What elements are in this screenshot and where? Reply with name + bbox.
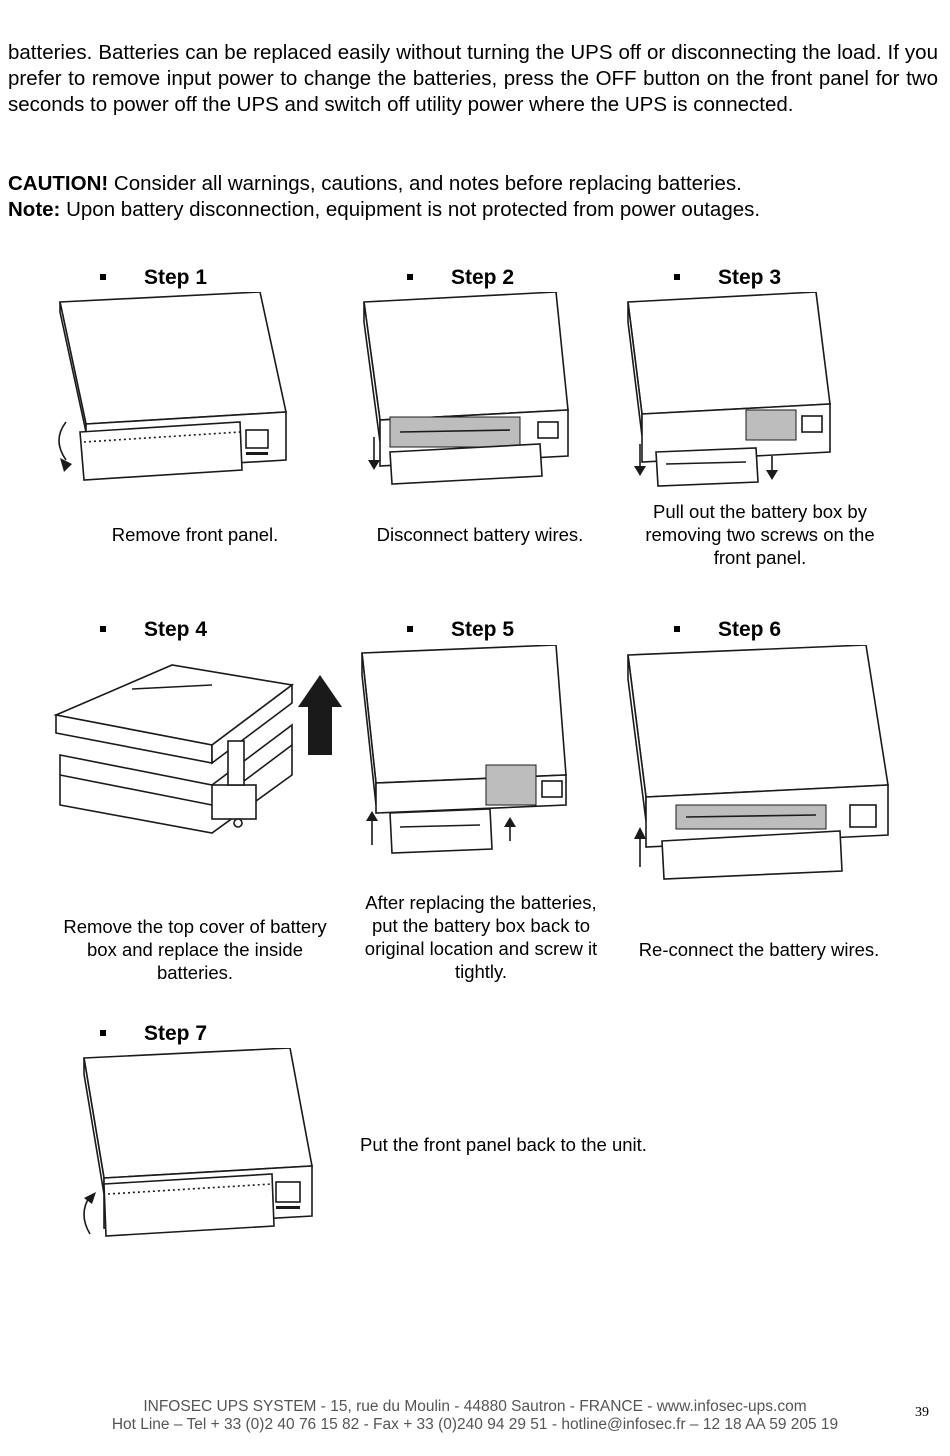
step-6-heading: Step 6 (674, 618, 781, 642)
step-4-caption: Remove the top cover of battery box and … (63, 916, 327, 983)
step-2-heading: Step 2 (407, 266, 514, 290)
bullet-icon (674, 626, 680, 632)
step-5-caption: After replacing the batteries, put the b… (364, 892, 598, 982)
bullet-icon (407, 626, 413, 632)
step-1-illustration (58, 292, 287, 481)
bullet-icon (100, 626, 106, 632)
step-7-illustration (83, 1048, 313, 1237)
step-7-heading: Step 7 (100, 1022, 207, 1046)
page-number: 39 (915, 1405, 929, 1420)
step-3-illustration (627, 292, 831, 487)
caution-text: Consider all warnings, cautions, and not… (108, 172, 742, 195)
bullet-icon (407, 274, 413, 280)
step-4-heading: Step 4 (100, 618, 207, 642)
step-2-illustration (363, 292, 569, 485)
note-line: Note: Upon battery disconnection, equipm… (8, 197, 760, 223)
note-text: Upon battery disconnection, equipment is… (60, 198, 761, 221)
step-1-heading: Step 1 (100, 266, 207, 290)
bullet-icon (100, 1030, 106, 1036)
step-5-heading: Step 5 (407, 618, 514, 642)
step-3-caption: Pull out the battery box by removing two… (645, 501, 875, 568)
step-2-caption: Disconnect battery wires. (376, 524, 584, 545)
bullet-icon (674, 274, 680, 280)
caution-line: CAUTION! Consider all warnings, cautions… (8, 171, 742, 197)
step-6-illustration (627, 645, 889, 880)
step-3-heading: Step 3 (674, 266, 781, 290)
footer-address: INFOSEC UPS SYSTEM - 15, rue du Moulin -… (143, 1398, 807, 1415)
bullet-icon (100, 274, 106, 280)
caution-label: CAUTION! (8, 172, 109, 195)
step-1-caption: Remove front panel. (111, 524, 279, 545)
note-label: Note: (8, 198, 61, 221)
step-6-caption: Re-connect the battery wires. (638, 939, 880, 960)
intro-paragraph: batteries. Batteries can be replaced eas… (8, 41, 938, 116)
footer-contact: Hot Line – Tel + 33 (0)2 40 76 15 82 - F… (111, 1416, 839, 1433)
step-4-illustration (53, 664, 342, 834)
step-5-illustration (361, 645, 567, 854)
step-7-caption: Put the front panel back to the unit. (360, 1134, 647, 1155)
